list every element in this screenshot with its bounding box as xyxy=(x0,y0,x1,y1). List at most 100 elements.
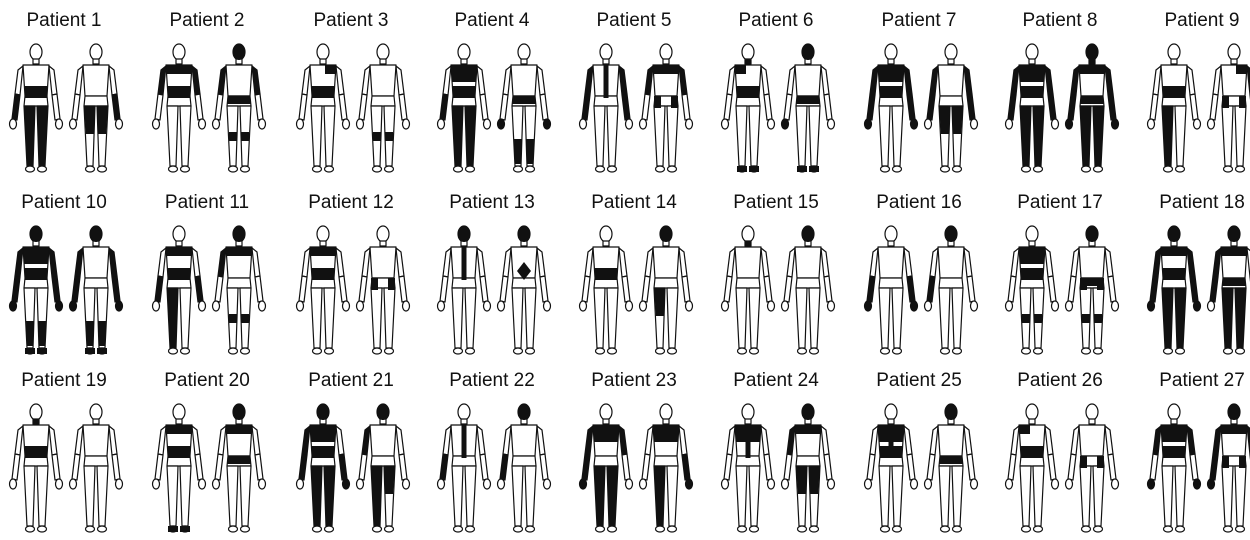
body-foot-l xyxy=(596,526,605,532)
pain-region-pelvis xyxy=(1222,278,1246,286)
patient-panel: Patient 9 xyxy=(1140,10,1250,180)
body-leg-r xyxy=(749,288,760,348)
body-figure-front xyxy=(498,44,551,172)
body-figure-back xyxy=(722,44,775,172)
body-foot-r xyxy=(893,526,902,532)
body-figure-back xyxy=(580,44,633,172)
body-foot-l xyxy=(1082,526,1091,532)
body-leg-l xyxy=(371,288,382,348)
body-arm-r-upper xyxy=(1045,426,1053,455)
body-leg-l xyxy=(84,466,95,526)
body-hand-r xyxy=(1194,119,1201,129)
body-torso xyxy=(83,425,109,456)
body-arm-r-lower xyxy=(112,454,120,480)
pain-region-shoulder-r xyxy=(1236,65,1247,74)
body-arm-l-lower xyxy=(927,454,935,480)
patient-panel: Patient 22 xyxy=(430,370,570,540)
body-arm-l-lower xyxy=(215,276,223,302)
body-hand-r xyxy=(828,479,835,489)
body-neck xyxy=(603,419,609,424)
body-foot-l xyxy=(941,348,950,354)
body-leg-r xyxy=(465,466,476,526)
body-foot-r xyxy=(181,348,190,354)
body-pelvis xyxy=(594,456,618,466)
body-arm-l-upper xyxy=(158,248,166,277)
patient-label: Patient 11 xyxy=(145,192,269,214)
body-arm-l-lower xyxy=(359,276,367,302)
pain-region-feet xyxy=(737,166,759,172)
body-figure-front xyxy=(640,44,693,172)
pain-region-hand-l xyxy=(865,119,872,129)
patient-panel: Patient 6 xyxy=(714,10,854,180)
body-map-pair xyxy=(432,220,556,360)
pain-region-lowback xyxy=(25,446,47,458)
body-pelvis xyxy=(654,456,678,466)
body-foot-l xyxy=(169,166,178,172)
body-neck xyxy=(93,419,99,424)
pain-region-head xyxy=(802,44,814,60)
body-neck xyxy=(1029,59,1035,64)
body-hand-r xyxy=(971,301,978,311)
pain-region-spine xyxy=(746,424,751,458)
patient-label: Patient 9 xyxy=(1140,10,1250,32)
pain-region-knees xyxy=(373,132,393,141)
body-foot-l xyxy=(514,166,523,172)
body-head xyxy=(742,44,754,60)
body-leg-r xyxy=(667,466,678,526)
body-map-pair xyxy=(1000,398,1124,538)
pain-region-lowback xyxy=(312,268,334,280)
body-hand-l xyxy=(357,301,364,311)
body-foot-r xyxy=(750,348,759,354)
pain-region-shins xyxy=(26,321,46,346)
body-leg-r xyxy=(892,466,903,526)
body-arm-l-lower xyxy=(582,276,590,302)
body-pelvis xyxy=(84,278,108,288)
body-foot-r xyxy=(1236,166,1245,172)
body-foot-l xyxy=(1022,166,1031,172)
body-arm-r-upper xyxy=(336,66,344,95)
body-figure-back xyxy=(722,226,775,354)
pain-region-lowback xyxy=(25,268,47,280)
body-head xyxy=(317,44,329,60)
pain-region-head xyxy=(233,226,245,242)
body-hand-r xyxy=(199,119,206,129)
body-neck xyxy=(1029,241,1035,246)
body-neck xyxy=(176,241,182,246)
body-foot-r xyxy=(325,526,334,532)
body-foot-l xyxy=(26,526,35,532)
body-figure-back xyxy=(580,404,633,532)
body-pelvis xyxy=(736,278,760,288)
body-arm-l-upper xyxy=(503,66,511,95)
body-leg-l xyxy=(879,288,890,348)
body-hand-l xyxy=(722,301,729,311)
pain-region-lowback xyxy=(1021,446,1043,458)
body-arm-r-upper xyxy=(192,248,200,277)
body-arm-r-lower xyxy=(339,94,347,120)
body-map-pair xyxy=(291,38,415,178)
body-hand-l xyxy=(1208,301,1215,311)
body-head xyxy=(173,44,185,60)
body-hand-l xyxy=(438,119,445,129)
body-leg-r xyxy=(809,106,820,166)
pain-region-hand-r xyxy=(544,119,551,129)
body-foot-r xyxy=(1094,348,1103,354)
patient-panel: Patient 14 xyxy=(572,192,712,362)
body-leg-r xyxy=(892,288,903,348)
body-leg-l xyxy=(167,106,178,166)
body-arm-l-upper xyxy=(727,426,735,455)
body-torso xyxy=(1079,425,1105,456)
body-foot-l xyxy=(738,348,747,354)
pain-region-head xyxy=(1086,226,1098,242)
body-arm-r-lower xyxy=(622,276,630,302)
body-map-pair xyxy=(859,398,983,538)
body-arm-l-lower xyxy=(72,94,80,120)
patient-label: Patient 24 xyxy=(714,370,838,392)
body-neck xyxy=(603,59,609,64)
body-foot-l xyxy=(514,348,523,354)
body-arm-r-upper xyxy=(1045,248,1053,277)
body-neck xyxy=(380,59,386,64)
body-hand-l xyxy=(640,301,647,311)
body-leg-l xyxy=(311,106,322,166)
patient-label: Patient 1 xyxy=(2,10,126,32)
body-hand-r xyxy=(828,301,835,311)
